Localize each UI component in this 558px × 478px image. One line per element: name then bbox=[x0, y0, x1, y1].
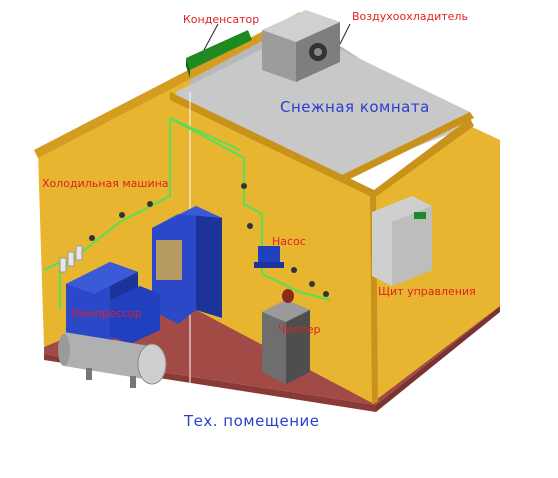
snow-room-floor bbox=[176, 30, 470, 176]
label-air-cooler: Воздухоохладитель bbox=[352, 10, 468, 23]
right-section-top bbox=[340, 112, 474, 182]
filter-1 bbox=[59, 257, 67, 273]
air-cooler-front bbox=[262, 30, 296, 82]
pump-base bbox=[254, 262, 284, 268]
chiller-valve bbox=[282, 289, 294, 303]
left-wall-top bbox=[34, 12, 304, 158]
refrigeration-cabinet-side bbox=[196, 206, 222, 318]
right-wall bbox=[374, 126, 500, 400]
compressor-top bbox=[66, 262, 138, 294]
condenser-unit bbox=[186, 30, 252, 70]
gauge-panel bbox=[156, 240, 182, 280]
floor-right-edge bbox=[376, 306, 500, 412]
compressor-front-block bbox=[110, 286, 160, 344]
valve-3 bbox=[147, 201, 153, 207]
valve-7 bbox=[309, 281, 315, 287]
filter-3 bbox=[75, 245, 83, 261]
condenser-pointer bbox=[203, 23, 219, 51]
air-cooler-pointer bbox=[339, 23, 351, 45]
label-pump: Насос bbox=[272, 235, 306, 248]
chiller-tank-top bbox=[262, 300, 310, 322]
control-panel-face bbox=[392, 206, 432, 286]
receiver-leg-1 bbox=[86, 368, 92, 380]
chiller-tank-side bbox=[286, 310, 310, 384]
receiver-tank bbox=[64, 332, 150, 380]
right-wall-edge bbox=[374, 118, 474, 198]
label-snow-room: Снежная комната bbox=[280, 98, 430, 116]
receiver-tank-end bbox=[137, 343, 167, 385]
pipe-upper bbox=[169, 117, 241, 151]
control-panel-indicator bbox=[414, 212, 426, 219]
filter-2 bbox=[67, 251, 75, 267]
valve-4 bbox=[241, 183, 247, 189]
valve-8 bbox=[323, 291, 329, 297]
refrigeration-cabinet-top bbox=[152, 206, 222, 228]
valve-2 bbox=[119, 212, 125, 218]
air-cooler-top bbox=[262, 10, 340, 42]
pump-body bbox=[258, 246, 280, 264]
label-receiver: Чиллер bbox=[278, 323, 321, 336]
air-cooler-fan-hub bbox=[314, 48, 322, 56]
receiver-leg-2 bbox=[130, 376, 136, 388]
label-compressor: Компрессор bbox=[72, 307, 142, 320]
label-condenser: Конденсатор bbox=[183, 13, 260, 26]
valve-1 bbox=[89, 235, 95, 241]
label-control-panel: Щит управления bbox=[378, 285, 476, 298]
label-tech-room: Тех. помещение bbox=[184, 412, 320, 430]
valve-6 bbox=[291, 267, 297, 273]
condenser-front bbox=[186, 58, 190, 78]
receiver-tank-cap bbox=[58, 334, 70, 366]
partition-edge bbox=[170, 92, 374, 198]
valve-5 bbox=[247, 223, 253, 229]
pipe-main bbox=[59, 116, 331, 301]
label-refrigeration-unit: Холодильная машина bbox=[42, 177, 169, 190]
